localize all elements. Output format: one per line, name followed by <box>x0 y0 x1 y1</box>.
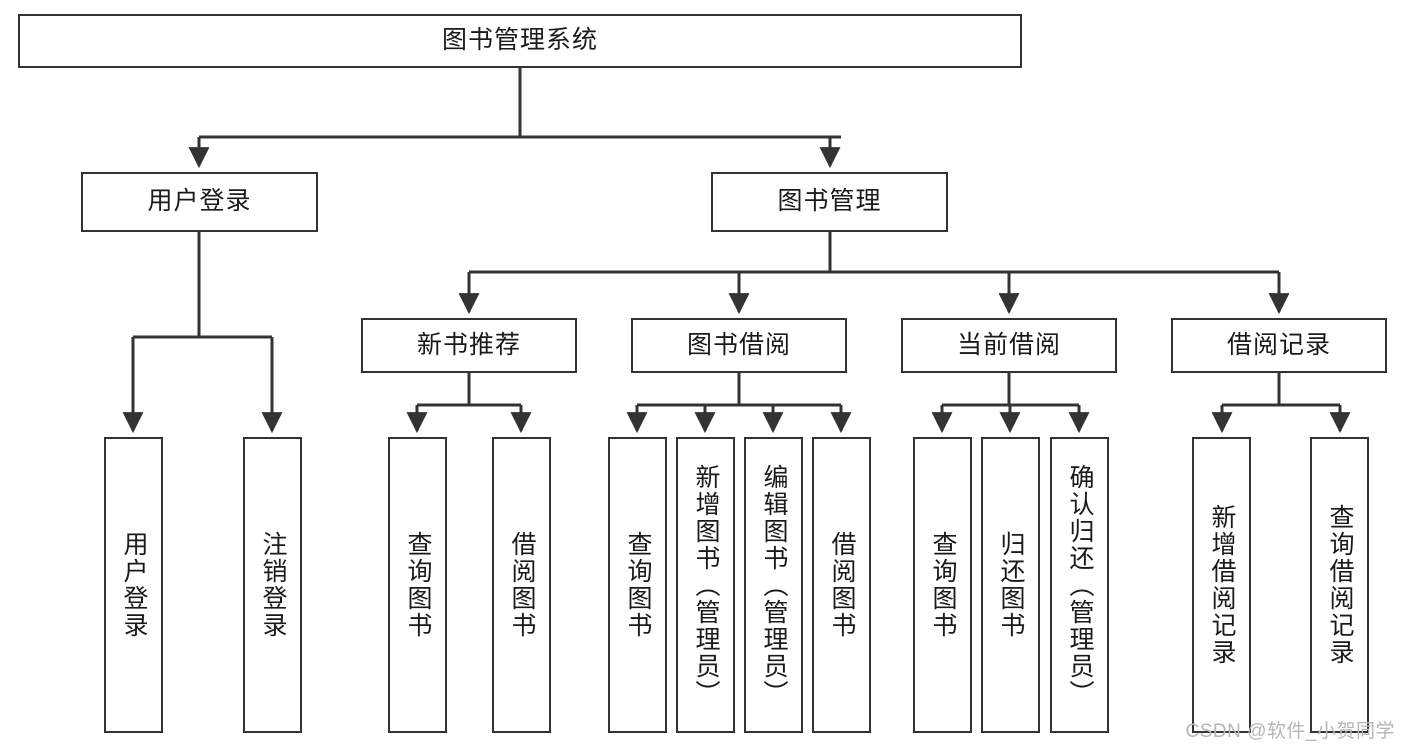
leaf-book-borrow-edit-book-admin[interactable]: 编辑图书（管理员） <box>744 437 803 733</box>
leaf-borrow-record-add-record[interactable]: 新增借阅记录 <box>1192 437 1251 733</box>
node-label: 新书推荐 <box>416 330 521 359</box>
node-label: 注销登录 <box>259 531 287 639</box>
node-current-borrowing[interactable]: 当前借阅 <box>901 318 1117 373</box>
node-label: 图书管理系统 <box>441 26 598 55</box>
node-book-borrowing[interactable]: 图书借阅 <box>631 318 847 373</box>
node-label: 图书管理 <box>777 187 882 216</box>
node-label: 查询图书 <box>624 531 652 639</box>
node-label: 用户登录 <box>120 531 148 639</box>
watermark-text: CSDN @软件_小贺同学 <box>1185 721 1395 742</box>
node-label: 查询图书 <box>929 531 957 639</box>
leaf-user-login-signin[interactable]: 用户登录 <box>104 437 163 733</box>
node-label: 借阅记录 <box>1226 330 1331 359</box>
leaf-current-borrow-return-books[interactable]: 归还图书 <box>981 437 1040 733</box>
node-label: 确认归还（管理员） <box>1066 463 1094 707</box>
leaf-new-book-query-books[interactable]: 查询图书 <box>388 437 447 733</box>
node-label: 借阅图书 <box>508 531 536 639</box>
node-borrowing-record[interactable]: 借阅记录 <box>1171 318 1387 373</box>
node-label: 编辑图书（管理员） <box>760 463 788 707</box>
node-label: 借阅图书 <box>828 531 856 639</box>
leaf-current-borrow-confirm-return-admin[interactable]: 确认归还（管理员） <box>1050 437 1109 733</box>
leaf-book-borrow-query-books[interactable]: 查询图书 <box>608 437 667 733</box>
leaf-current-borrow-query-books[interactable]: 查询图书 <box>913 437 972 733</box>
leaf-user-login-signout[interactable]: 注销登录 <box>243 437 302 733</box>
node-label: 查询借阅记录 <box>1326 504 1354 666</box>
node-book-management[interactable]: 图书管理 <box>711 172 948 232</box>
node-root-book-management-system[interactable]: 图书管理系统 <box>18 14 1022 68</box>
leaf-book-borrow-borrow-books[interactable]: 借阅图书 <box>812 437 871 733</box>
leaf-book-borrow-add-book-admin[interactable]: 新增图书（管理员） <box>676 437 735 733</box>
node-label: 查询图书 <box>404 531 432 639</box>
node-label: 用户登录 <box>147 187 252 216</box>
leaf-borrow-record-query-record[interactable]: 查询借阅记录 <box>1310 437 1369 733</box>
node-label: 新增借阅记录 <box>1208 504 1236 666</box>
node-new-book-recommendation[interactable]: 新书推荐 <box>361 318 577 373</box>
node-user-login[interactable]: 用户登录 <box>81 172 318 232</box>
node-label: 图书借阅 <box>686 330 791 359</box>
node-label: 当前借阅 <box>956 330 1061 359</box>
leaf-new-book-borrow-books[interactable]: 借阅图书 <box>492 437 551 733</box>
node-label: 新增图书（管理员） <box>692 463 720 707</box>
node-label: 归还图书 <box>997 531 1025 639</box>
